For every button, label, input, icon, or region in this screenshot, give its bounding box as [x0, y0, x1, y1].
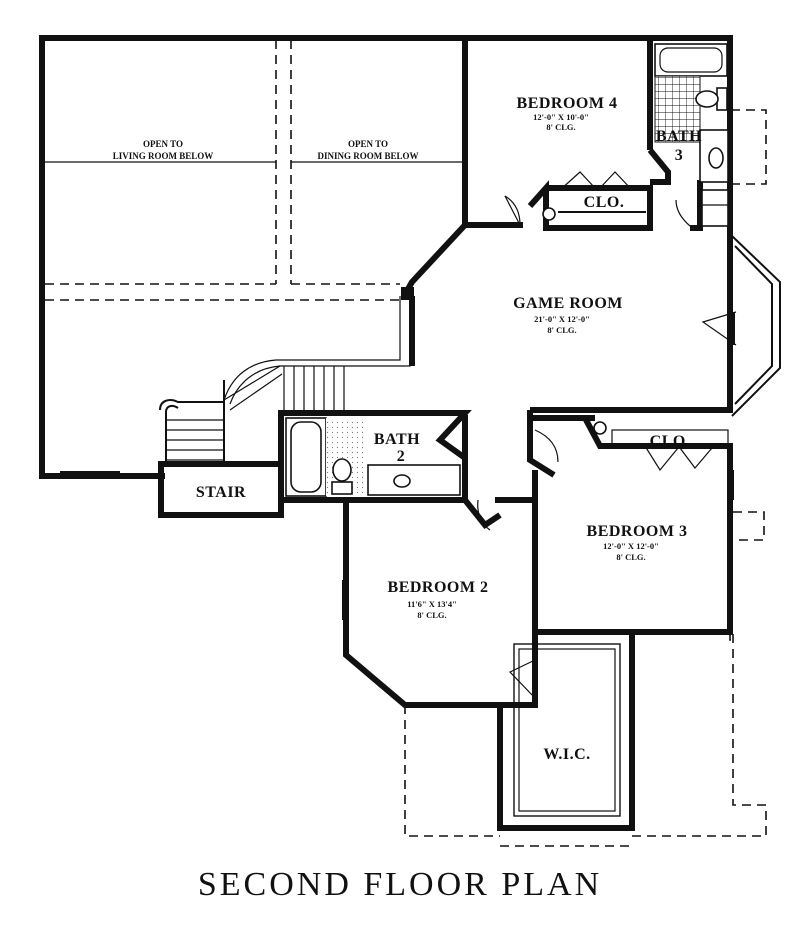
bath-2-line2: 2	[397, 448, 406, 465]
bedroom-3-name: BEDROOM 3	[587, 523, 688, 540]
bath-2-line1: BATH	[374, 431, 420, 448]
bedroom-3-ceiling: 8' CLG.	[616, 552, 645, 562]
bedroom-4-zone	[465, 35, 767, 231]
wic-zone	[497, 632, 635, 831]
open-dining-line1: OPEN TO	[348, 139, 388, 149]
roof-outline	[404, 632, 767, 847]
bedroom-3-dims: 12'-0" X 12'-0"	[603, 541, 659, 551]
bath-3-line2: 3	[675, 147, 684, 164]
game-room-dims: 21'-0" X 12'-0"	[534, 314, 590, 324]
bedroom-2-dims: 11'6" X 13'4"	[407, 599, 457, 609]
bedroom-4-ceiling: 8' CLG.	[546, 122, 575, 132]
open-living-line2: LIVING ROOM BELOW	[113, 151, 214, 161]
stair-area	[158, 365, 345, 518]
game-room-ceiling: 8' CLG.	[547, 325, 576, 335]
bedroom-4-dims: 12'-0" X 10'-0"	[533, 112, 589, 122]
wic-label: W.I.C.	[543, 746, 590, 763]
bath-3-line1: BATH	[656, 128, 702, 145]
closet-lower-label: CLO.	[650, 433, 691, 450]
bedroom-3-zone	[527, 410, 765, 635]
bedroom-4-name: BEDROOM 4	[517, 95, 618, 112]
bedroom-2-ceiling: 8' CLG.	[417, 610, 446, 620]
stair-label: STAIR	[196, 484, 246, 501]
open-dining-line2: DINING ROOM BELOW	[317, 151, 418, 161]
bedroom-2-name: BEDROOM 2	[388, 579, 489, 596]
game-room-zone	[401, 222, 781, 500]
open-living-line1: OPEN TO	[143, 139, 183, 149]
closet-upper-label: CLO.	[584, 194, 625, 211]
open-to-below-area	[39, 35, 468, 479]
game-room-name: GAME ROOM	[513, 295, 623, 312]
plan-title: SECOND FLOOR PLAN	[197, 866, 603, 903]
room-labels: OPEN TO LIVING ROOM BELOW OPEN TO DINING…	[113, 95, 702, 763]
